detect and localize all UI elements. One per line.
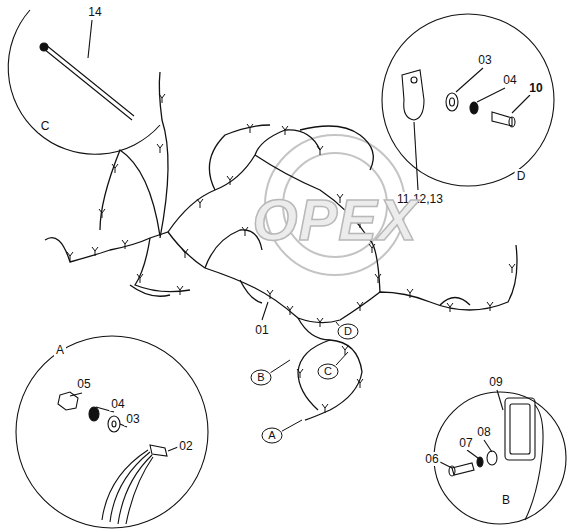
harness-clip bbox=[375, 274, 381, 283]
watermark: OPEX bbox=[252, 191, 417, 249]
harness-clip bbox=[112, 164, 118, 173]
callout-ellipse: D bbox=[337, 323, 359, 340]
harness-clip bbox=[357, 302, 363, 311]
harness-clip bbox=[357, 379, 363, 388]
harness-clip bbox=[509, 264, 515, 273]
terminal-assembly bbox=[58, 392, 178, 524]
harness-clip bbox=[182, 249, 188, 258]
detail-letter: B bbox=[500, 493, 512, 507]
harness-clip bbox=[137, 274, 143, 283]
callout-number: 02 bbox=[177, 439, 194, 453]
callout-number: 03 bbox=[124, 412, 141, 426]
harness-clip bbox=[247, 124, 253, 133]
leader-lines bbox=[262, 302, 268, 320]
harness-clip bbox=[317, 146, 323, 155]
callout-number: 06 bbox=[423, 452, 440, 466]
callout-letter: A bbox=[268, 430, 275, 441]
callout-letter: C bbox=[324, 366, 332, 377]
leader-line bbox=[270, 360, 290, 373]
detail-letter: C bbox=[39, 119, 52, 133]
cable-tie bbox=[40, 20, 134, 120]
harness-clip bbox=[227, 176, 233, 185]
detail-letter: D bbox=[515, 169, 528, 183]
harness-clip bbox=[287, 306, 293, 315]
harness-clip bbox=[159, 94, 165, 103]
harness-clip bbox=[67, 252, 73, 261]
harness-clips bbox=[67, 94, 515, 413]
callout-number: 01 bbox=[253, 323, 270, 337]
callout-ellipse: C bbox=[317, 363, 339, 380]
clip-assembly bbox=[402, 68, 530, 190]
harness-clip bbox=[267, 290, 273, 299]
leader-line bbox=[282, 420, 302, 431]
harness-clip bbox=[177, 286, 183, 295]
callout-number: 04 bbox=[109, 397, 126, 411]
callout-number: 14 bbox=[86, 5, 103, 19]
harness-clip bbox=[487, 302, 493, 311]
harness-clip bbox=[157, 144, 163, 153]
callout-letter: B bbox=[257, 372, 264, 383]
harness-clip bbox=[447, 303, 453, 312]
harness-clip bbox=[282, 126, 288, 135]
harness-clip bbox=[122, 240, 128, 249]
wiring-harness bbox=[45, 72, 517, 420]
leader-line bbox=[336, 322, 339, 326]
callout-number: 10 bbox=[527, 81, 544, 95]
callout-number: 07 bbox=[457, 436, 474, 450]
relay-box bbox=[440, 390, 543, 520]
harness-clip bbox=[99, 209, 105, 218]
callout-number: 08 bbox=[475, 425, 492, 439]
callout-letter: D bbox=[344, 326, 352, 337]
harness-clip bbox=[242, 227, 248, 236]
detail-letter: A bbox=[54, 343, 66, 357]
harness-clip bbox=[322, 404, 328, 413]
callout-ellipse: A bbox=[261, 427, 283, 444]
harness-clip bbox=[407, 289, 413, 298]
callout-number: 03 bbox=[476, 53, 493, 67]
detail-circles bbox=[8, 10, 566, 528]
callout-ellipse: B bbox=[250, 369, 272, 386]
callout-number: 04 bbox=[501, 73, 518, 87]
leader-line bbox=[336, 352, 348, 365]
harness-clip bbox=[317, 318, 323, 327]
callout-number: 05 bbox=[75, 377, 92, 391]
harness-clip bbox=[297, 369, 303, 378]
harness-clip bbox=[197, 199, 203, 208]
callout-number: 09 bbox=[487, 375, 504, 389]
harness-clip bbox=[92, 247, 98, 256]
